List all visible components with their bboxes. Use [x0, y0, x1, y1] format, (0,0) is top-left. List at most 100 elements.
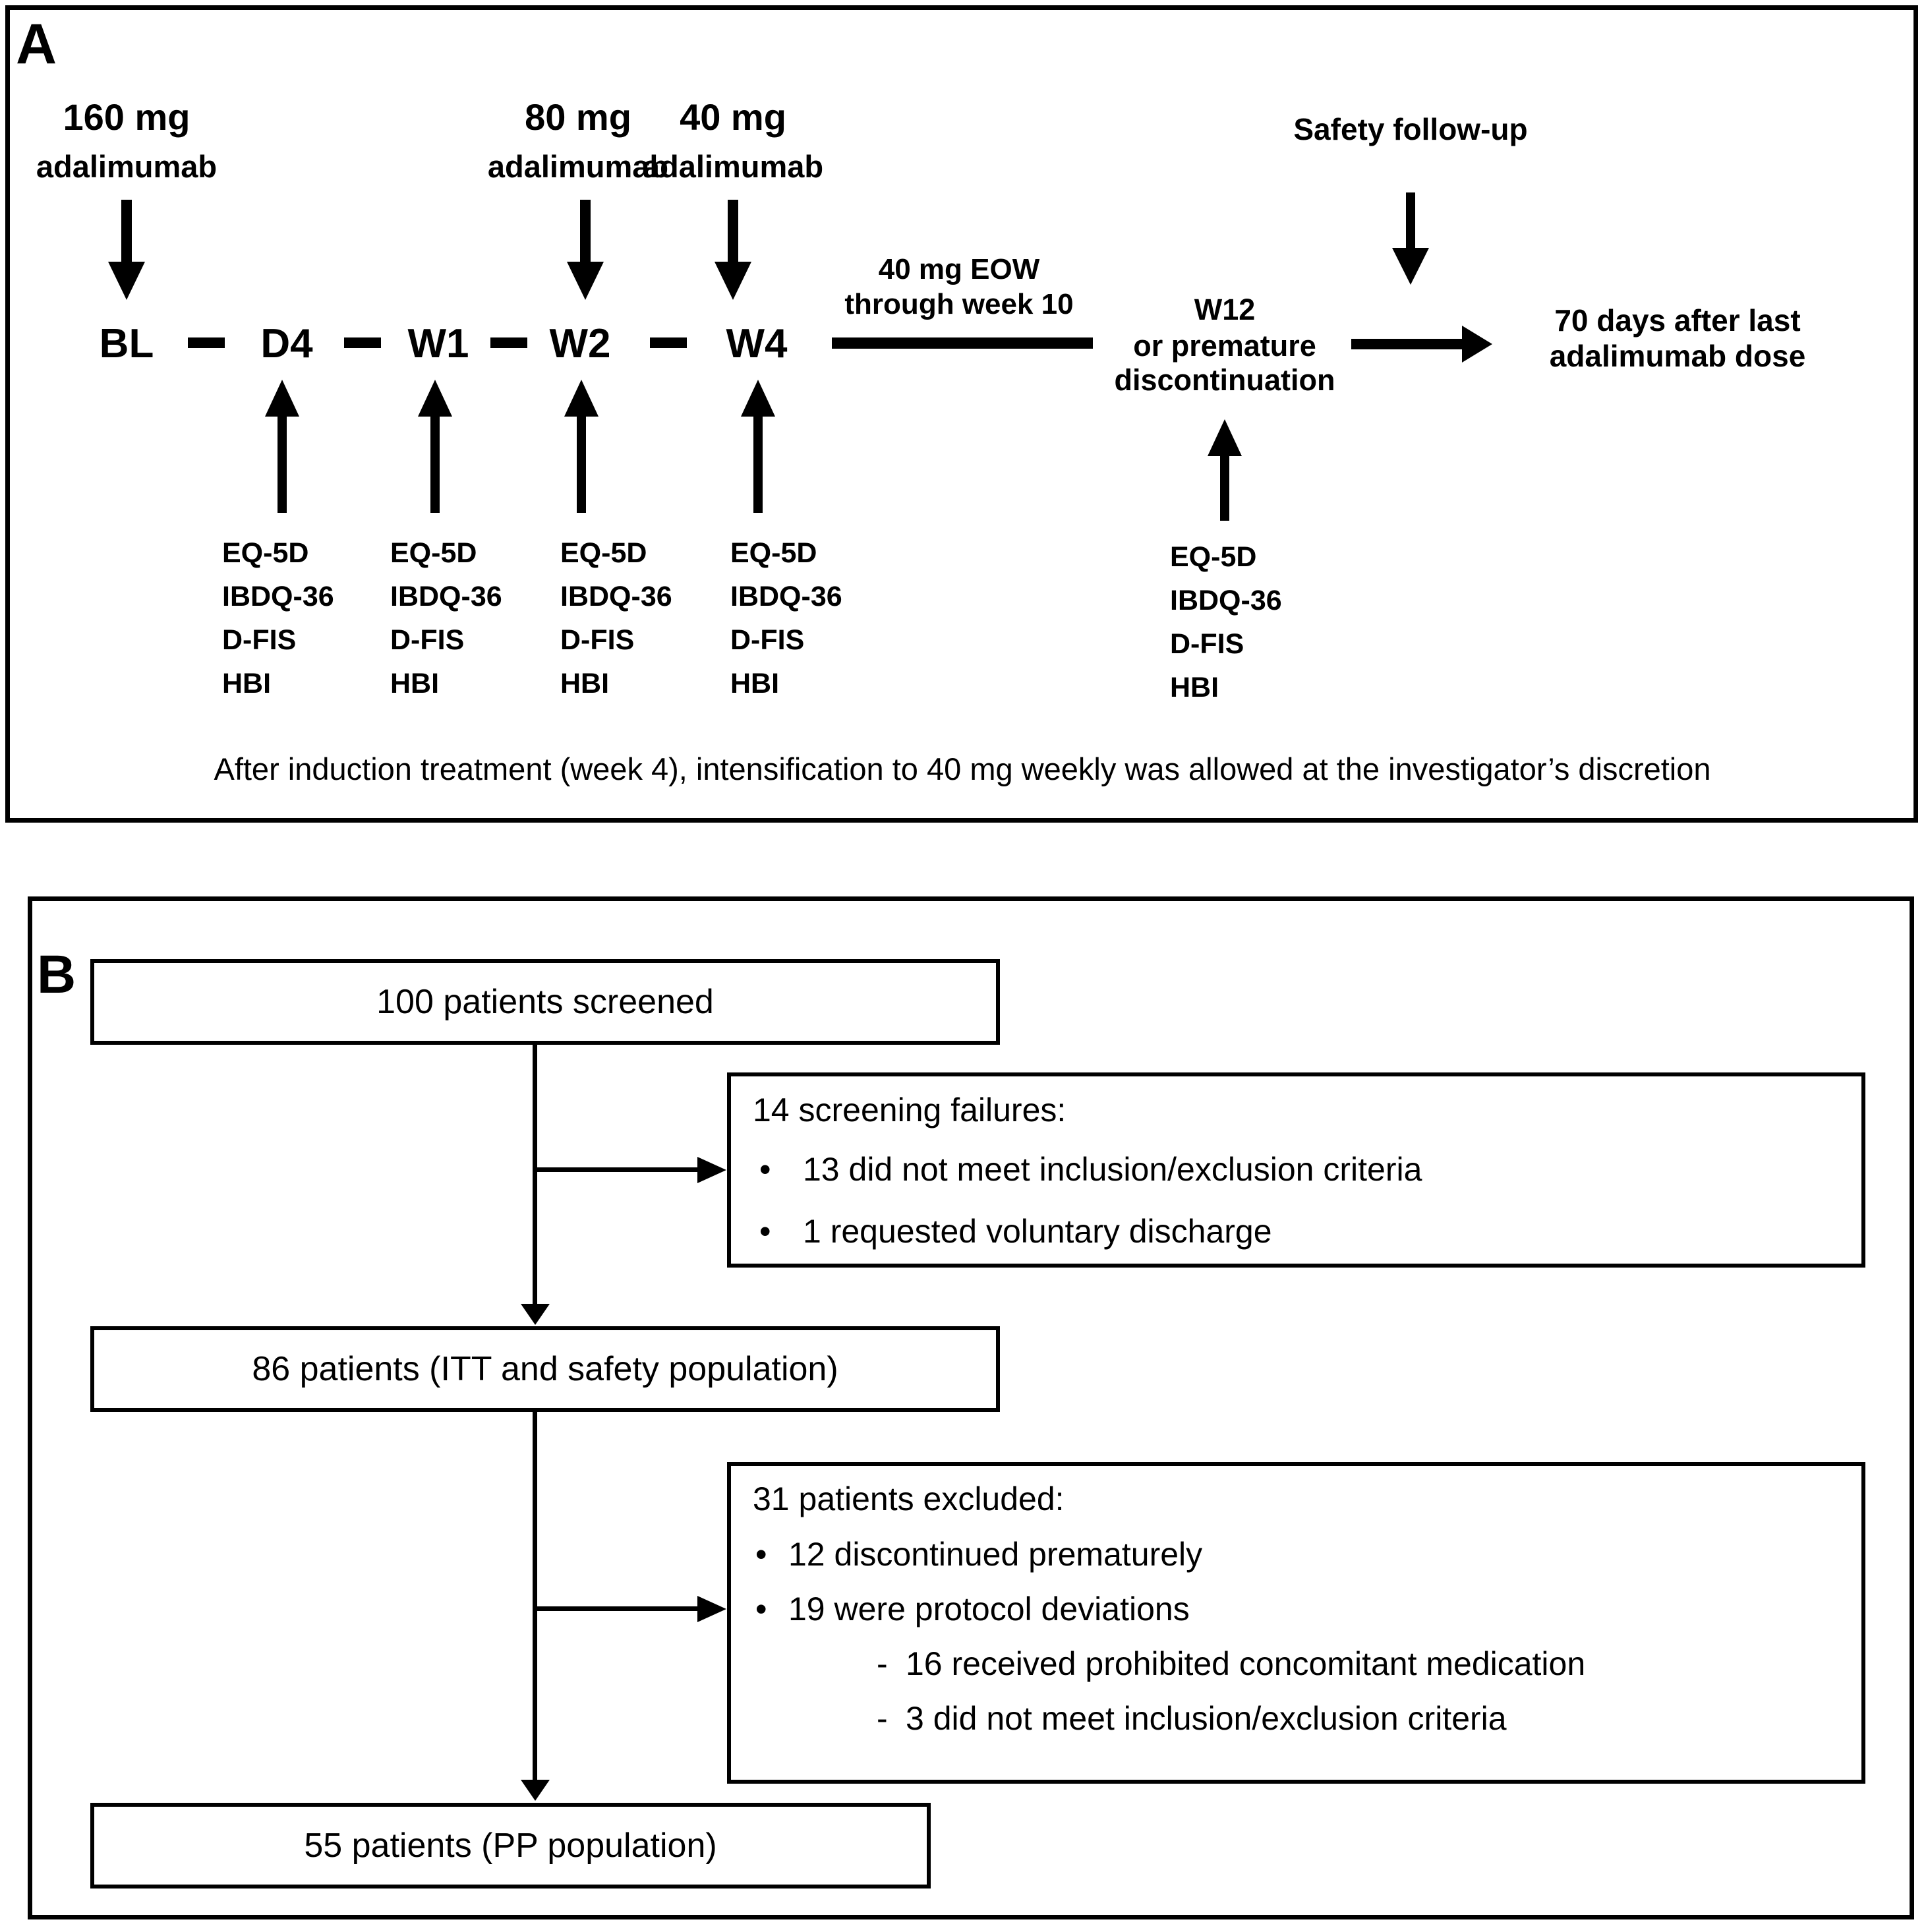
- dose-bl-amount: 160 mg: [63, 96, 190, 138]
- timeline-tick: [188, 337, 225, 348]
- panel-a-footnote: After induction treatment (week 4), inte…: [214, 751, 1711, 786]
- safety-followup-label: Safety follow-up: [1293, 112, 1528, 146]
- connector-itt-pp-head: [521, 1780, 550, 1801]
- dose-w4-drug: adalimumab: [642, 149, 824, 184]
- safety-followup-arrow-head: [1392, 248, 1429, 285]
- timepoint-d4: D4: [260, 321, 313, 366]
- assessment-list-w2: EQ-5D IBDQ-36 D-FIS HBI: [560, 531, 672, 705]
- box-pp: 55 patients (PP population): [90, 1803, 931, 1888]
- box-excluded: [727, 1462, 1865, 1784]
- dose-arrow-w2-head: [567, 262, 604, 300]
- dose-arrow-w2: [580, 200, 591, 263]
- excluded-sub-bullet-2: 3 did not meet inclusion/exclusion crite…: [906, 1700, 1507, 1737]
- assessment-item: EQ-5D: [222, 537, 309, 569]
- panel-a-label: A: [16, 13, 57, 76]
- bullet-icon: •: [755, 1536, 767, 1573]
- assessment-item: D-FIS: [1170, 628, 1244, 660]
- assessment-arrow-w2: [577, 415, 586, 513]
- box-pp-label: 55 patients (PP population): [304, 1827, 717, 1865]
- bullet-icon: •: [759, 1151, 771, 1188]
- screening-failures-bullet-2: 1 requested voluntary discharge: [803, 1213, 1272, 1250]
- timepoint-bl: BL: [99, 321, 154, 366]
- panel-a-frame: [5, 5, 1918, 823]
- assessment-item: EQ-5D: [730, 537, 817, 569]
- assessment-arrow-w2-head: [564, 380, 599, 417]
- safety-followup-arrow: [1406, 192, 1415, 249]
- timeline-tick: [344, 337, 381, 348]
- assessment-item: EQ-5D: [1170, 541, 1257, 573]
- timeline-tick: [650, 337, 687, 348]
- branch-arrow-screenfail: [535, 1167, 699, 1172]
- assessment-item: EQ-5D: [560, 537, 647, 569]
- assessment-list-w4: EQ-5D IBDQ-36 D-FIS HBI: [730, 531, 842, 705]
- timepoint-w2: W2: [549, 321, 611, 366]
- box-screened-label: 100 patients screened: [376, 983, 714, 1021]
- assessment-item: IBDQ-36: [1170, 585, 1282, 616]
- dose-bl-drug: adalimumab: [36, 149, 218, 184]
- assessment-item: HBI: [1170, 672, 1219, 703]
- dose-arrow-bl: [121, 200, 132, 263]
- panel-b-label: B: [37, 945, 76, 1005]
- assessment-item: D-FIS: [222, 624, 297, 656]
- connector-screened-itt: [533, 1045, 537, 1305]
- timeline-tick: [490, 337, 527, 348]
- box-itt: 86 patients (ITT and safety population): [90, 1326, 1000, 1412]
- excluded-bullet-1: 12 discontinued prematurely: [788, 1536, 1203, 1573]
- assessment-arrow-w12-head: [1208, 419, 1242, 456]
- excluded-title: 31 patients excluded:: [753, 1480, 1065, 1517]
- assessment-item: IBDQ-36: [222, 581, 334, 612]
- endpoint-line2: adalimumab dose: [1549, 339, 1806, 373]
- branch-arrow-screenfail-head: [697, 1157, 726, 1183]
- followup-arrow-head: [1462, 326, 1492, 363]
- assessment-item: HBI: [730, 668, 780, 699]
- w12-line3: discontinuation: [1114, 363, 1335, 397]
- assessment-arrow-d4-head: [265, 380, 299, 417]
- assessment-item: HBI: [222, 668, 272, 699]
- w12-line2: or premature: [1133, 329, 1316, 363]
- branch-arrow-excluded: [535, 1606, 699, 1611]
- connector-screened-itt-head: [521, 1304, 550, 1325]
- dose-w2-amount: 80 mg: [525, 96, 631, 138]
- assessment-list-w12: EQ-5D IBDQ-36 D-FIS HBI: [1170, 535, 1282, 709]
- assessment-list-w1: EQ-5D IBDQ-36 D-FIS HBI: [390, 531, 502, 705]
- assessment-item: D-FIS: [730, 624, 805, 656]
- assessment-item: IBDQ-36: [390, 581, 502, 612]
- dose-w2-drug: adalimumab: [487, 149, 669, 184]
- screening-failures-title: 14 screening failures:: [753, 1092, 1066, 1128]
- assessment-list-d4: EQ-5D IBDQ-36 D-FIS HBI: [222, 531, 334, 705]
- followup-arrow: [1351, 339, 1463, 349]
- timepoint-w4: W4: [726, 321, 788, 366]
- screening-failures-bullet-1: 13 did not meet inclusion/exclusion crit…: [803, 1151, 1422, 1188]
- dash-icon: -: [877, 1700, 888, 1737]
- box-screened: 100 patients screened: [90, 959, 1000, 1045]
- excluded-bullet-2: 19 were protocol deviations: [788, 1591, 1190, 1627]
- eow-note-line1: 40 mg EOW: [878, 253, 1040, 285]
- box-screening-failures: [727, 1072, 1865, 1268]
- bullet-icon: •: [755, 1591, 767, 1627]
- dash-icon: -: [877, 1645, 888, 1682]
- assessment-arrow-w12: [1220, 455, 1229, 521]
- assessment-item: IBDQ-36: [730, 581, 842, 612]
- dose-w4-amount: 40 mg: [680, 96, 786, 138]
- assessment-item: D-FIS: [560, 624, 635, 656]
- endpoint-line1: 70 days after last: [1554, 303, 1801, 337]
- assessment-arrow-w4: [753, 415, 763, 513]
- eow-note-line2: through week 10: [844, 288, 1074, 320]
- connector-itt-pp: [533, 1412, 537, 1781]
- assessment-item: IBDQ-36: [560, 581, 672, 612]
- assessment-arrow-w4-head: [741, 380, 775, 417]
- dose-arrow-w4-head: [715, 262, 751, 300]
- assessment-item: D-FIS: [390, 624, 465, 656]
- assessment-arrow-w1-head: [418, 380, 452, 417]
- box-itt-label: 86 patients (ITT and safety population): [252, 1350, 838, 1388]
- dose-arrow-bl-head: [108, 262, 145, 300]
- assessment-item: HBI: [560, 668, 610, 699]
- branch-arrow-excluded-head: [697, 1596, 726, 1622]
- assessment-arrow-w1: [430, 415, 440, 513]
- assessment-item: EQ-5D: [390, 537, 477, 569]
- eow-line: [832, 337, 1093, 349]
- bullet-icon: •: [759, 1213, 771, 1250]
- excluded-sub-bullet-1: 16 received prohibited concomitant medic…: [906, 1645, 1586, 1682]
- assessment-item: HBI: [390, 668, 440, 699]
